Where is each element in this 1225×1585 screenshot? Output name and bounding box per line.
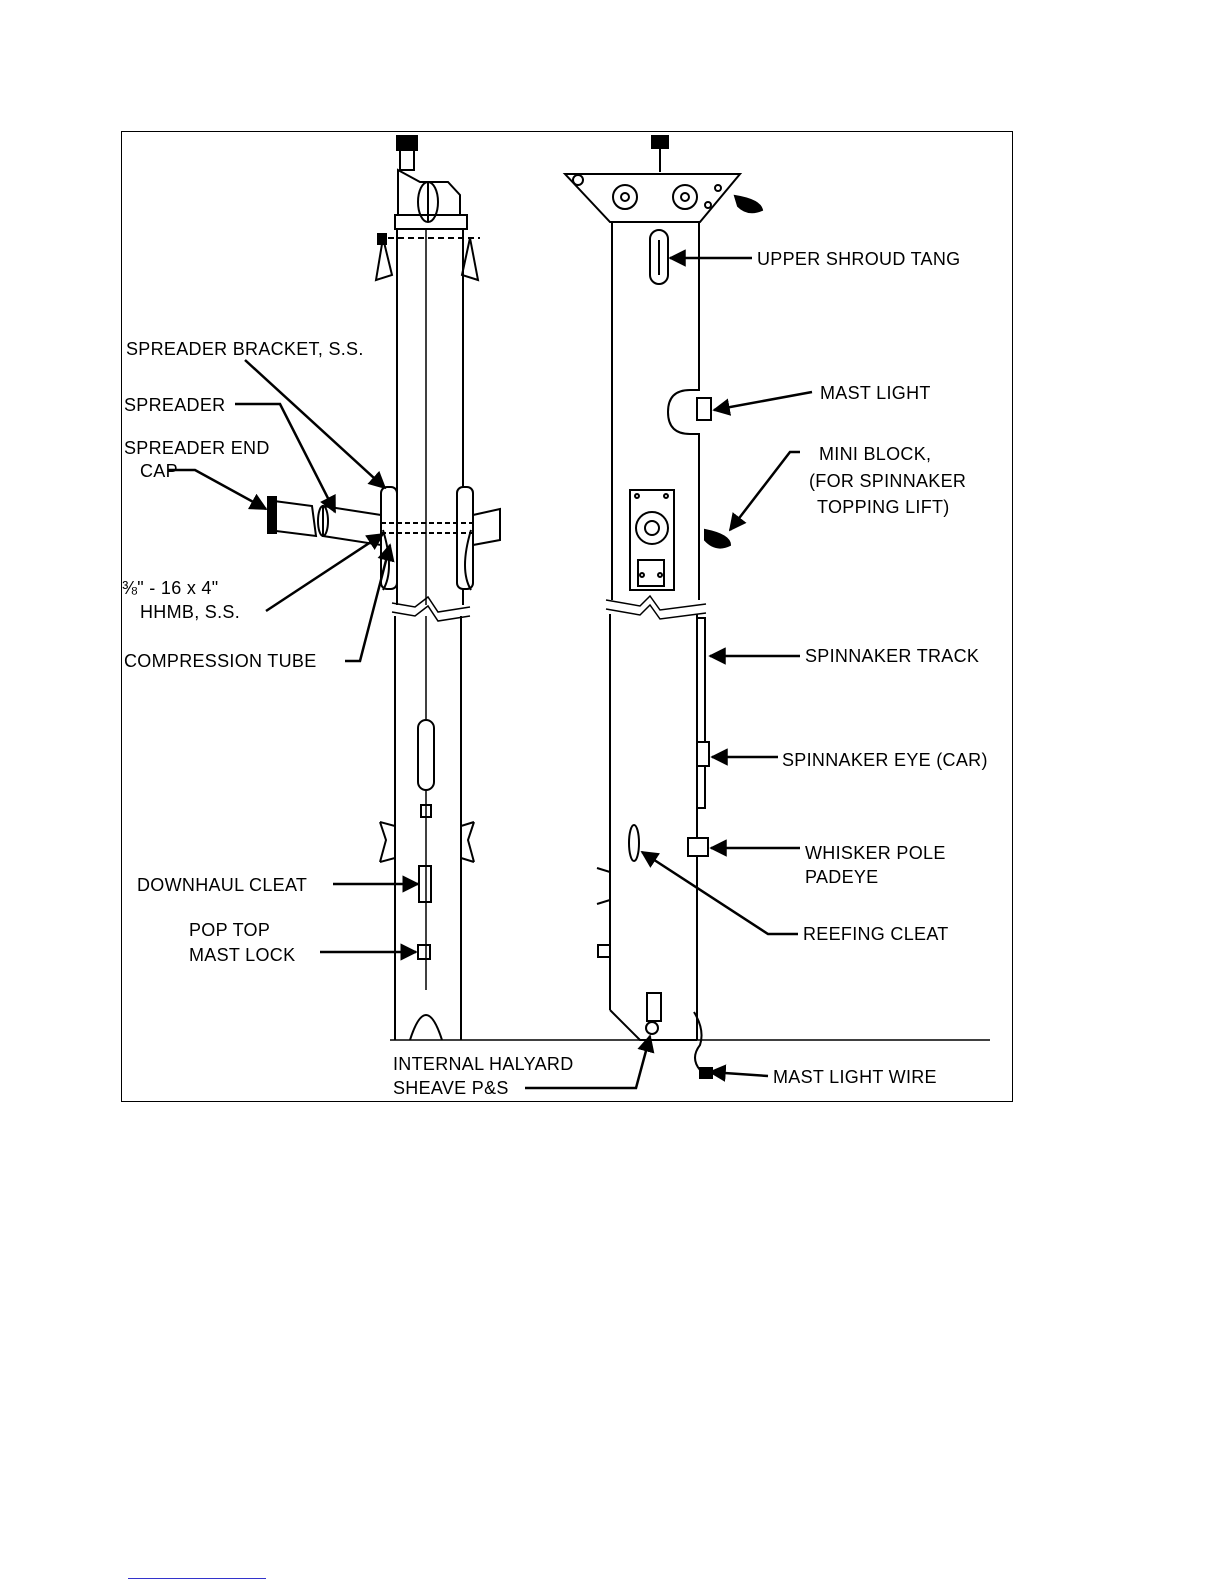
label-whisker-pole-2: PADEYE — [805, 867, 879, 887]
label-internal-halyard-1: INTERNAL HALYARD — [393, 1054, 574, 1074]
label-spinnaker-track: SPINNAKER TRACK — [805, 646, 980, 666]
leader-mini-block — [728, 450, 800, 532]
label-mini-block-2: (FOR SPINNAKER — [809, 471, 967, 491]
label-pop-top-1: POP TOP — [189, 920, 271, 940]
footer-rule — [128, 1578, 266, 1579]
leader-compression-tube — [345, 543, 395, 663]
label-whisker-pole-1: WHISKER POLE — [805, 843, 946, 863]
label-downhaul-cleat: DOWNHAUL CLEAT — [137, 875, 308, 895]
leader-spreader-bracket — [244, 359, 387, 490]
diagram-frame — [121, 131, 1013, 1102]
label-spinnaker-eye: SPINNAKER EYE (CAR) — [782, 750, 988, 770]
leader-end-cap — [168, 468, 268, 511]
label-spreader-bracket: SPREADER BRACKET, S.S. — [126, 339, 364, 359]
leader-mast-light — [712, 390, 813, 416]
left-mast — [267, 135, 501, 1041]
label-upper-shroud-tang: UPPER SHROUD TANG — [757, 249, 961, 269]
label-compression-tube: COMPRESSION TUBE — [124, 651, 317, 671]
label-pop-top-2: MAST LOCK — [189, 945, 296, 965]
label-mini-block-3: TOPPING LIFT) — [817, 497, 950, 517]
leader-lines — [168, 249, 813, 1090]
label-reefing-cleat: REEFING CLEAT — [803, 924, 949, 944]
label-spreader-end-cap-1: SPREADER END — [124, 438, 270, 458]
label-spreader: SPREADER — [124, 395, 226, 415]
label-bolt-1: ⅜" - 16 x 4" — [122, 578, 219, 598]
leader-halyard — [525, 1034, 655, 1090]
leader-bolt — [265, 532, 385, 613]
label-mast-light-wire: MAST LIGHT WIRE — [773, 1067, 937, 1087]
label-mast-light: MAST LIGHT — [820, 383, 931, 403]
leader-reefing-cleat — [640, 850, 798, 936]
label-spreader-end-cap-2: CAP — [140, 461, 178, 481]
right-mast — [390, 135, 990, 1079]
leader-spreader — [235, 402, 337, 514]
leader-light-wire — [708, 1064, 769, 1082]
label-bolt-2: HHMB, S.S. — [140, 602, 241, 622]
label-internal-halyard-2: SHEAVE P&S — [393, 1078, 509, 1098]
label-mini-block-1: MINI BLOCK, — [819, 444, 932, 464]
